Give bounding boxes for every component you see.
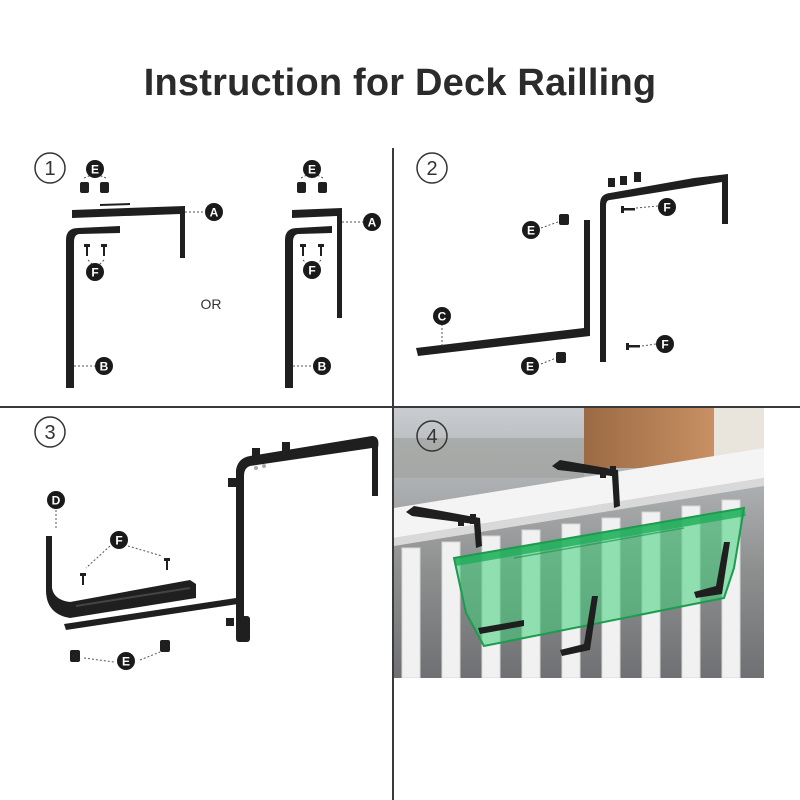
label-e-right: E [303, 160, 321, 178]
step-3-panel: 3 D F E [34, 416, 379, 670]
svg-text:B: B [100, 360, 109, 374]
bracket-c-step3 [64, 598, 238, 630]
step-1-panel: 1 E F A B OR E [34, 152, 381, 388]
bracket-b-left [66, 226, 120, 388]
wooden-door [584, 408, 714, 468]
nut-e-right [297, 182, 327, 193]
horizontal-divider [0, 406, 800, 408]
label-a-right: A [363, 213, 381, 231]
label-a-left: A [205, 203, 223, 221]
label-e-step2-top: E [522, 221, 540, 239]
label-e-step3: E [117, 652, 135, 670]
or-separator: OR [201, 296, 222, 312]
svg-text:E: E [526, 360, 534, 374]
bracket-d [46, 536, 196, 618]
bracket-assembled-step3 [226, 436, 379, 642]
svg-text:E: E [527, 224, 535, 238]
svg-text:F: F [115, 534, 122, 548]
label-b-right: B [313, 357, 331, 375]
svg-text:E: E [122, 655, 130, 669]
step-3-number: 3 [44, 422, 55, 444]
nut-e-left [80, 182, 109, 193]
svg-text:A: A [210, 206, 219, 220]
callout-lines-step2 [441, 205, 659, 365]
screw-f-left [84, 244, 107, 256]
bracket-b-right [285, 226, 332, 388]
svg-text:F: F [661, 338, 668, 352]
label-f-step2-bottom: F [656, 335, 674, 353]
step-2-number: 2 [426, 158, 437, 180]
label-f-step3: F [110, 531, 128, 549]
step-1-number-badge [34, 152, 66, 184]
label-c: C [433, 307, 451, 325]
step-4-number-badge [416, 420, 448, 452]
nut-e-step2 [556, 214, 569, 363]
planter-box [452, 506, 746, 648]
step-4-number: 4 [426, 426, 437, 448]
page-title: Instruction for Deck Railling [143, 62, 657, 104]
step-2-number-badge [416, 152, 448, 184]
callout-lines-right [293, 173, 364, 367]
step-2-panel: 2 E E F F C [416, 152, 728, 375]
svg-text:D: D [52, 494, 61, 508]
step-1-number: 1 [44, 158, 55, 180]
screw-f-step3 [80, 558, 170, 585]
screw-f-right [300, 244, 324, 256]
label-b-left: B [95, 357, 113, 375]
screw-f-step2 [621, 206, 640, 350]
svg-text:A: A [368, 216, 377, 230]
callout-lines-step3 [55, 506, 163, 663]
svg-text:E: E [308, 163, 316, 177]
bracket-b-assembled [600, 172, 728, 362]
label-f-right: F [303, 261, 321, 279]
step-3-number-badge [34, 416, 66, 448]
label-f-step2-top: F [658, 198, 676, 216]
step-4-photo: 4 [394, 408, 764, 678]
bracket-a-right [292, 208, 342, 318]
svg-text:C: C [438, 310, 447, 324]
label-f-left: F [86, 263, 104, 281]
vertical-divider [392, 148, 394, 800]
bracket-a-left [72, 203, 185, 258]
label-e-step2-bottom: E [521, 357, 539, 375]
bracket-c [416, 220, 590, 356]
mounted-brackets [406, 460, 730, 656]
svg-text:E: E [91, 163, 99, 177]
label-e-left: E [86, 160, 104, 178]
svg-text:B: B [318, 360, 327, 374]
svg-text:F: F [663, 201, 670, 215]
svg-text:F: F [308, 264, 315, 278]
nut-e-step3 [70, 640, 170, 662]
svg-text:F: F [91, 266, 98, 280]
label-d: D [47, 491, 65, 509]
